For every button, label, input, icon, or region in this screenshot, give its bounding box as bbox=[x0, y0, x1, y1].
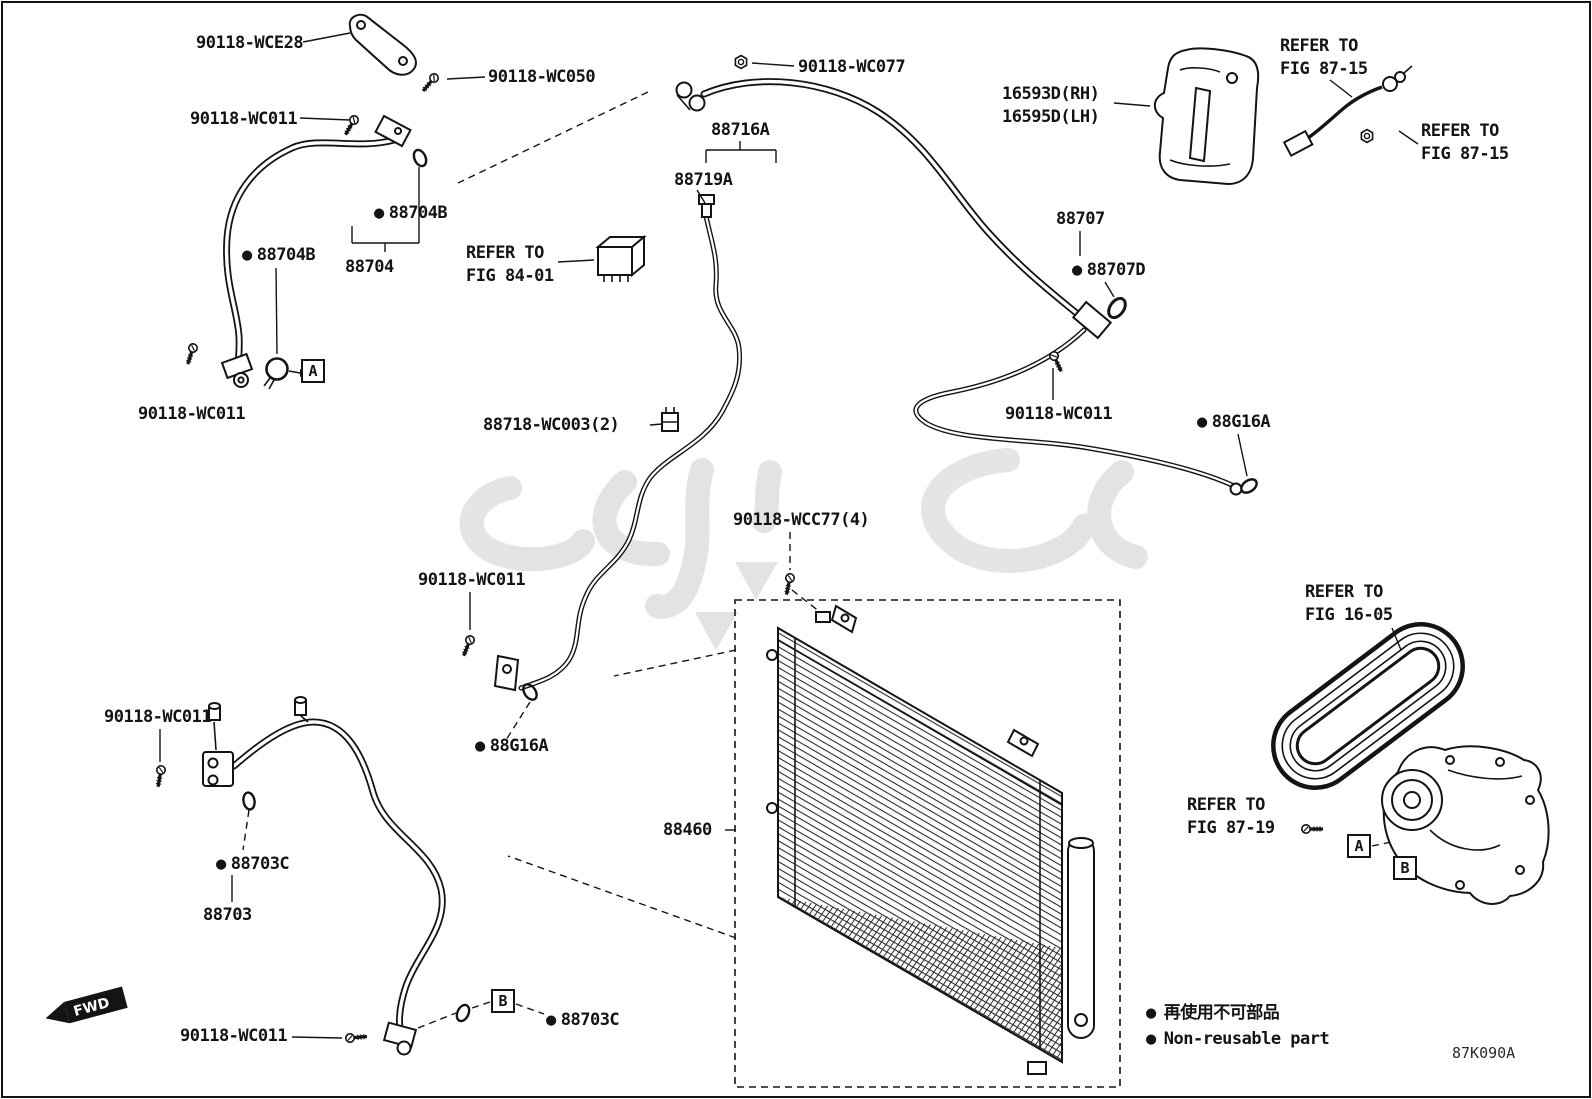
refer-to-fig84-01: REFER TO bbox=[466, 243, 544, 263]
non-reusable-dot: ● bbox=[1072, 260, 1083, 280]
screw-icon bbox=[340, 112, 362, 139]
label-90118-wcc77: 90118-WCC77(4) bbox=[733, 510, 869, 530]
screw-icon bbox=[458, 632, 478, 659]
relay-fig84-01 bbox=[595, 234, 647, 282]
oring-88704b-icon bbox=[410, 146, 430, 170]
screw-icon bbox=[1046, 348, 1067, 375]
label-88719a: 88719A bbox=[674, 170, 733, 190]
label-90118-wce28: 90118-WCE28 bbox=[196, 33, 303, 53]
label-88704b-1: ●88704B bbox=[374, 203, 447, 223]
refer-to-fig87-15-right: REFER TO bbox=[1421, 121, 1499, 141]
marker-box-b-1: B bbox=[491, 989, 515, 1013]
oring-88703c-icon bbox=[240, 790, 258, 812]
label-88703c-1: ●88703C bbox=[216, 854, 289, 874]
screw-icon bbox=[780, 571, 797, 598]
clip-88718 bbox=[661, 407, 679, 432]
bolt-icon bbox=[1300, 823, 1325, 835]
marker-a-label: A bbox=[308, 362, 317, 380]
label-90118-wc011: 90118-WC011 bbox=[190, 109, 297, 129]
drawing-code: 87K090A bbox=[1452, 1044, 1515, 1062]
label-88718-wc003: 88718-WC003(2) bbox=[483, 415, 619, 435]
non-reusable-dot: ● bbox=[242, 245, 253, 265]
label-88g16a-center: ●88G16A bbox=[475, 736, 548, 756]
fwd-arrow: FWD bbox=[45, 986, 128, 1024]
label-90118-wc011: 90118-WC011 bbox=[104, 707, 211, 727]
refer-to-fig87-15-top: REFER TO bbox=[1280, 36, 1358, 56]
non-reusable-dot: ● bbox=[374, 203, 385, 223]
label-88707d: ●88707D bbox=[1072, 260, 1145, 280]
bracket-16593d bbox=[1153, 47, 1260, 186]
hose-88704 bbox=[220, 114, 412, 388]
label-90118-wc050: 90118-WC050 bbox=[488, 67, 595, 87]
label-90118-wc077: 90118-WC077 bbox=[798, 57, 905, 77]
screw-icon bbox=[152, 763, 168, 790]
svg-text:FIG 87-15: FIG 87-15 bbox=[1421, 144, 1509, 164]
nut-wc077-icon bbox=[734, 54, 748, 70]
label-16595d-lh: 16595D(LH) bbox=[1002, 107, 1099, 127]
svg-text:FIG 16-05: FIG 16-05 bbox=[1305, 605, 1393, 625]
marker-box-a-2: A bbox=[1347, 834, 1371, 858]
svg-text:FIG 84-01: FIG 84-01 bbox=[466, 266, 554, 286]
legend: ●再使用不可部品 ●Non-reusable part bbox=[1146, 1002, 1330, 1049]
label-88704b-2: ●88704B bbox=[242, 245, 315, 265]
label-90118-wc011: 90118-WC011 bbox=[418, 570, 525, 590]
label-90118-wc011: 90118-WC011 bbox=[180, 1026, 287, 1046]
non-reusable-dot: ● bbox=[1146, 1029, 1157, 1049]
drive-belt bbox=[1271, 622, 1465, 790]
screw-icon bbox=[418, 70, 442, 96]
non-reusable-dot: ● bbox=[1197, 412, 1208, 432]
tube-88719a bbox=[493, 194, 740, 692]
label-88460: 88460 bbox=[663, 820, 712, 840]
oring-88707d-icon bbox=[1103, 293, 1131, 323]
label-90118-wc011: 90118-WC011 bbox=[1005, 404, 1112, 424]
legend-jp: ●再使用不可部品 bbox=[1146, 1002, 1280, 1023]
compressor bbox=[1381, 745, 1550, 905]
label-88704: 88704 bbox=[345, 257, 394, 277]
marker-box-a-1: A bbox=[301, 359, 325, 383]
marker-b-label: B bbox=[1400, 859, 1409, 877]
nut-icon bbox=[1360, 128, 1374, 144]
screw-icon bbox=[343, 1030, 369, 1045]
svg-text:FIG 87-19: FIG 87-19 bbox=[1187, 818, 1275, 838]
non-reusable-dot: ● bbox=[546, 1010, 557, 1030]
hose-88703 bbox=[202, 696, 442, 1056]
marker-a-label: A bbox=[1354, 837, 1363, 855]
marker-box-b-2: B bbox=[1393, 856, 1417, 880]
label-88716a: 88716A bbox=[711, 120, 770, 140]
refer-to-fig16-05: REFER TO bbox=[1305, 582, 1383, 602]
harness-fig87-15 bbox=[1282, 65, 1413, 158]
watermark-logo bbox=[459, 448, 1148, 650]
hose-88716a bbox=[675, 82, 1113, 340]
non-reusable-dot: ● bbox=[475, 736, 486, 756]
svg-text:FIG 87-15: FIG 87-15 bbox=[1280, 59, 1368, 79]
screw-icon bbox=[182, 341, 200, 368]
oring-88703c-icon bbox=[453, 1001, 473, 1025]
bracket-wce28 bbox=[348, 13, 417, 76]
refer-to-fig87-19: REFER TO bbox=[1187, 795, 1265, 815]
label-88703c-2: ●88703C bbox=[546, 1010, 619, 1030]
condenser-88460 bbox=[734, 599, 1121, 1088]
oring-88g16a-right-icon bbox=[1237, 475, 1261, 497]
legend-en: ●Non-reusable part bbox=[1146, 1029, 1329, 1049]
non-reusable-dot: ● bbox=[216, 854, 227, 874]
leader-lines bbox=[159, 32, 1419, 1039]
refer-to-labels: REFER TO FIG 87-15 REFER TO FIG 87-15 RE… bbox=[466, 36, 1509, 838]
label-88g16a-right: ●88G16A bbox=[1197, 412, 1270, 432]
label-88707: 88707 bbox=[1056, 209, 1105, 229]
marker-b-label: B bbox=[498, 992, 507, 1010]
label-90118-wc011: 90118-WC011 bbox=[138, 404, 245, 424]
part-labels: 90118-WCE28 90118-WC050 90118-WC011 9011… bbox=[104, 33, 1271, 1046]
label-16593d-rh: 16593D(RH) bbox=[1002, 84, 1099, 104]
label-88703: 88703 bbox=[203, 905, 252, 925]
non-reusable-dot: ● bbox=[1146, 1003, 1157, 1023]
